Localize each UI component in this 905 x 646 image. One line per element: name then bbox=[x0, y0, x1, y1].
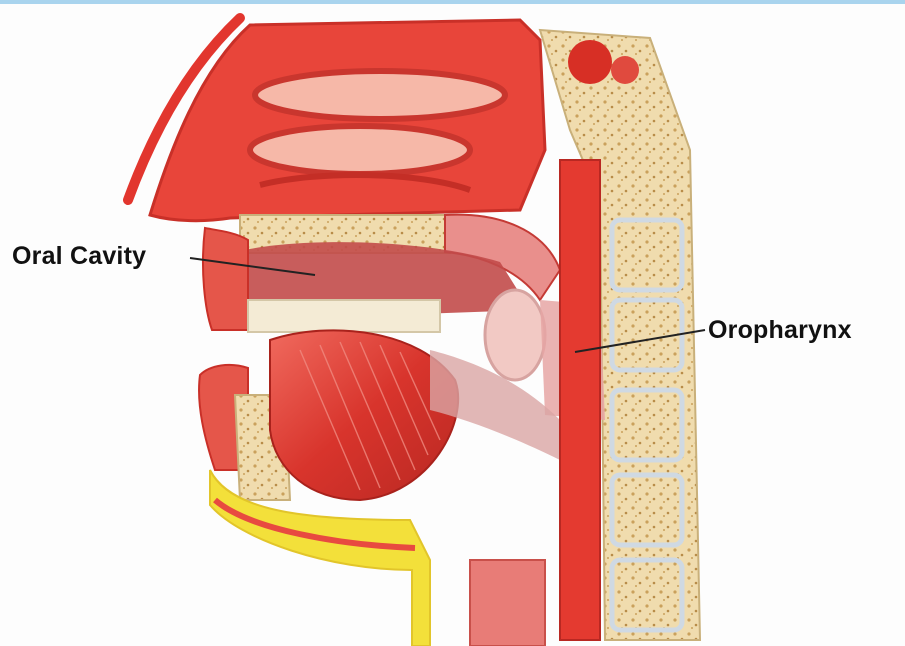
middle-turbinate bbox=[250, 126, 470, 174]
upper-teeth bbox=[248, 300, 440, 332]
pharynx-tube bbox=[560, 160, 600, 640]
trachea bbox=[470, 560, 545, 646]
oropharynx-label: Oropharynx bbox=[708, 316, 852, 345]
tonsil bbox=[485, 290, 545, 380]
upper-lip bbox=[203, 228, 248, 330]
upper-turbinate bbox=[255, 71, 505, 119]
tongue-muscle bbox=[270, 330, 458, 500]
vertebrae bbox=[612, 220, 682, 630]
oral-cavity-label: Oral Cavity bbox=[12, 242, 146, 271]
